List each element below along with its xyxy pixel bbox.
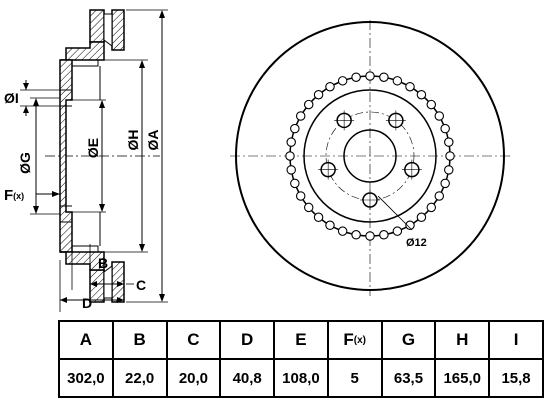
scallop (392, 226, 403, 236)
scallop (313, 89, 324, 100)
scallop (405, 220, 415, 231)
hat-face-circle (303, 89, 437, 223)
outer-friction-plate (89, 9, 105, 43)
brake-disc-drawing: ØI ØG ØE ØH ØA F(x) B C D Ø12 (4, 9, 510, 312)
scallop (440, 123, 450, 134)
scallop (303, 202, 314, 213)
header-a: A (58, 320, 114, 360)
svg-text:F(x): F(x) (4, 187, 24, 204)
scallop (365, 71, 375, 81)
value-c: 20,0 (165, 358, 222, 398)
header-h: H (434, 320, 491, 360)
scallop (426, 202, 437, 213)
label-b: B (98, 255, 108, 271)
scallop (351, 230, 361, 240)
centre-bore (343, 129, 397, 183)
hat-scallops (285, 71, 455, 241)
section-view: ØI ØG ØE ØH ØA F(x) B C D (4, 9, 168, 312)
scallop (444, 165, 454, 175)
label-dia-h: ØH (125, 130, 141, 151)
header-c: C (165, 320, 222, 360)
dimensions-table: A B C D E F(x) G H I 302,0 22,0 20,0 40,… (58, 320, 544, 398)
scallop (295, 191, 306, 201)
header-f: F(x) (326, 320, 383, 360)
scallop (303, 99, 314, 110)
value-e: 108,0 (273, 358, 329, 398)
label-f: F (4, 187, 13, 204)
scallop (295, 111, 306, 121)
outer-edge (235, 21, 505, 291)
bolt-holes (318, 110, 422, 210)
scallop (440, 178, 450, 189)
scallop (379, 72, 389, 82)
value-f: 5 (326, 358, 383, 398)
scallop (351, 72, 361, 82)
scallop (426, 99, 437, 110)
scallop (285, 151, 295, 161)
scallop (286, 137, 296, 147)
scallop (286, 165, 296, 175)
scallop (337, 76, 348, 86)
value-i: 15,8 (488, 358, 544, 398)
label-dia-a: ØA (145, 130, 161, 151)
table-value-row: 302,0 22,0 20,0 40,8 108,0 5 63,5 165,0 … (58, 358, 544, 398)
value-h: 165,0 (434, 358, 491, 398)
label-dia-e: ØE (85, 138, 101, 158)
label-dia-i: ØI (4, 90, 19, 106)
scallop (325, 81, 335, 92)
scallop (325, 220, 335, 231)
inner-friction-plate (111, 9, 125, 51)
label-c: C (136, 277, 146, 293)
value-d: 40,8 (219, 358, 276, 398)
header-e: E (273, 320, 329, 360)
scallop (416, 212, 427, 223)
scallop (434, 111, 445, 121)
value-g: 63,5 (380, 358, 437, 398)
front-view: Ø12 (230, 20, 510, 296)
label-dia-g: ØG (17, 152, 33, 174)
scallop (379, 230, 389, 240)
scallop (392, 76, 403, 86)
value-b: 22,0 (111, 358, 168, 398)
scallop (416, 89, 427, 100)
table-header-row: A B C D E F(x) G H I (58, 320, 544, 360)
header-i: I (488, 320, 544, 360)
label-f-sub: (x) (13, 191, 24, 201)
hat-section (60, 41, 105, 61)
header-d: D (219, 320, 276, 360)
header-b: B (111, 320, 168, 360)
scallop (434, 191, 445, 201)
scallop (365, 231, 375, 241)
label-d: D (82, 295, 92, 311)
scallop (444, 137, 454, 147)
scallop (290, 123, 300, 134)
header-g: G (380, 320, 437, 360)
scallop (313, 212, 324, 223)
scallop (405, 81, 415, 92)
scallop (290, 178, 300, 189)
value-a: 302,0 (58, 358, 114, 398)
scallop (337, 226, 348, 236)
label-bolt-hole: Ø12 (406, 237, 427, 249)
scallop (445, 151, 455, 161)
